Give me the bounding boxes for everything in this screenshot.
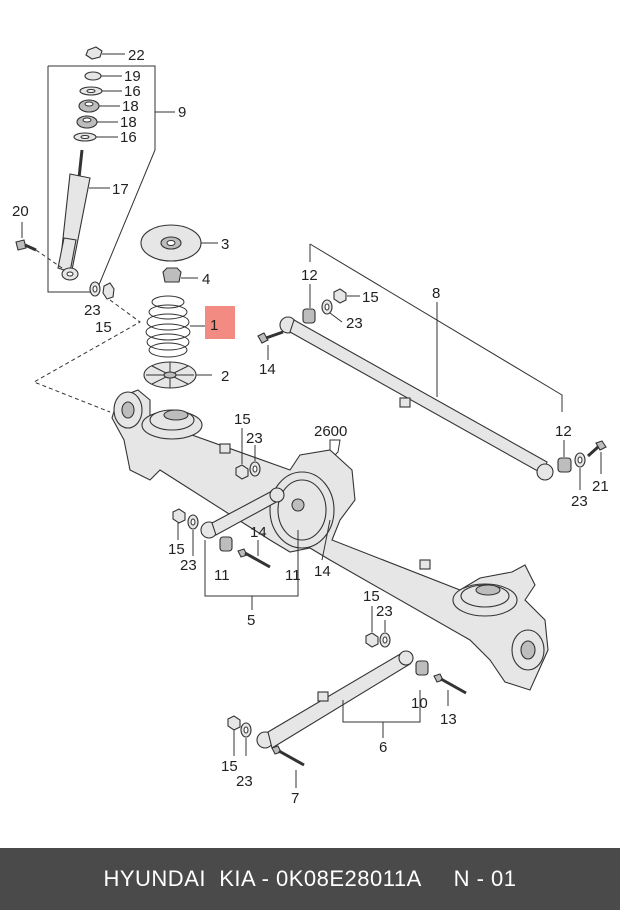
lateral-rod-8	[279, 316, 554, 481]
label-14b: 14	[314, 563, 331, 580]
label-15d: 15	[168, 541, 185, 558]
washer-23e	[187, 514, 199, 556]
spring-seat-3	[140, 224, 218, 262]
label-13: 13	[440, 711, 457, 728]
label-7: 7	[291, 790, 299, 807]
label-18b: 18	[120, 114, 137, 131]
group-9-bracket	[47, 65, 156, 293]
bolt-14c	[237, 540, 271, 569]
washer-23b	[321, 299, 343, 323]
shock-absorber-17	[57, 149, 110, 281]
label-12a: 12	[301, 267, 318, 284]
bushing-12b	[557, 440, 572, 473]
bolt-7	[271, 745, 305, 788]
label-17: 17	[112, 181, 129, 198]
rear-axle-housing	[111, 389, 549, 691]
label-2600: 2600	[314, 423, 347, 440]
nut-22	[85, 46, 125, 60]
bushing-18b	[76, 115, 118, 129]
label-23e: 23	[180, 557, 197, 574]
label-8: 8	[432, 285, 440, 302]
label-15e: 15	[363, 588, 380, 605]
highlight-box-1	[205, 306, 235, 339]
nut-19	[84, 71, 122, 81]
label-12b: 12	[555, 423, 572, 440]
label-18a: 18	[122, 98, 139, 115]
nut-15c	[235, 428, 249, 480]
dashed-link-shock	[32, 299, 141, 413]
upper-arm-5	[200, 487, 285, 539]
bushing-18a	[78, 99, 120, 113]
label-23d: 23	[571, 493, 588, 510]
bushing-11a	[219, 536, 233, 552]
washer-23g	[240, 722, 252, 756]
bolt-20	[15, 222, 63, 269]
bolt-21	[586, 440, 607, 474]
label-15c: 15	[234, 411, 251, 428]
washer-23a	[89, 281, 101, 297]
label-6: 6	[379, 739, 387, 756]
label-10: 10	[411, 695, 428, 712]
washer-23f	[379, 620, 391, 648]
label-22: 22	[128, 47, 145, 64]
label-14c: 14	[250, 524, 267, 541]
nut-15a	[102, 282, 115, 300]
label-2: 2	[221, 368, 229, 385]
label-14a: 14	[259, 361, 276, 378]
footer-part-number: HYUNDAI KIA - 0K08E28011A N - 01	[103, 866, 517, 891]
nut-15f	[227, 715, 241, 756]
label-15a: 15	[95, 319, 112, 336]
label-23f: 23	[376, 603, 393, 620]
label-5: 5	[247, 612, 255, 629]
label-11a: 11	[214, 567, 230, 584]
exploded-parts-diagram: 22 19 16 18 18 16 9 17 20 3 4 23 15 1 2 …	[12, 46, 609, 807]
footer-bar: HYUNDAI KIA - 0K08E28011A N - 01	[0, 848, 620, 910]
label-15f: 15	[221, 758, 238, 775]
label-1: 1	[210, 317, 218, 334]
label-21: 21	[592, 478, 609, 495]
label-19: 19	[124, 68, 141, 85]
nut-15e	[365, 606, 379, 648]
label-23c: 23	[246, 430, 263, 447]
label-9: 9	[178, 104, 186, 121]
spring-pad-2	[143, 361, 212, 389]
label-23a: 23	[84, 302, 101, 319]
label-23b: 23	[346, 315, 363, 332]
group-6-bracket	[342, 690, 421, 723]
lower-arm-6	[256, 650, 414, 749]
label-23g: 23	[236, 773, 253, 790]
bolt-14a	[257, 330, 284, 360]
group-8-bracket	[309, 243, 563, 412]
bushing-12a	[302, 284, 316, 324]
label-4: 4	[202, 271, 210, 288]
washer-23d	[574, 452, 586, 490]
nut-15d	[172, 508, 186, 540]
washer-16b	[73, 132, 118, 142]
washer-23c	[249, 445, 261, 477]
bump-stop-4	[162, 267, 198, 283]
washer-16a	[79, 86, 122, 96]
coil-spring-1	[145, 295, 206, 358]
label-15b: 15	[362, 289, 379, 306]
bolt-13	[433, 673, 467, 706]
label-16a: 16	[124, 83, 141, 100]
nut-15b	[333, 288, 360, 304]
label-20: 20	[12, 203, 29, 220]
leader-14b	[321, 519, 331, 561]
label-3: 3	[221, 236, 229, 253]
label-11b: 11	[285, 567, 301, 584]
bushing-10	[415, 660, 429, 676]
label-16b: 16	[120, 129, 137, 146]
